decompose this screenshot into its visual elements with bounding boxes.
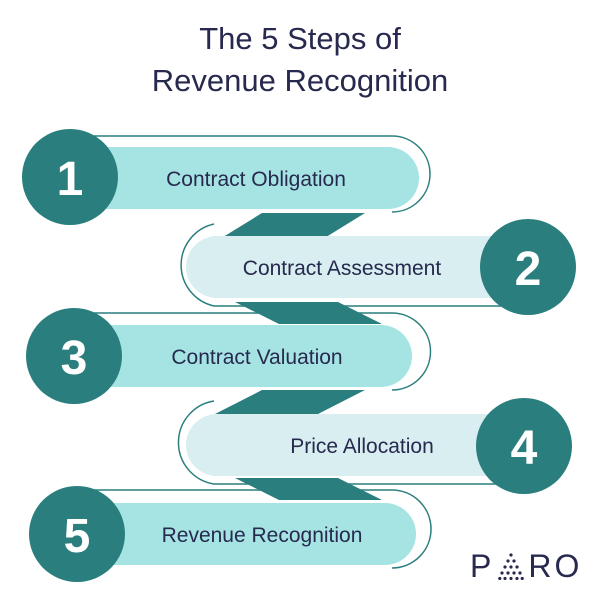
title-line-2: Revenue Recognition <box>151 63 449 98</box>
step-3-circle <box>26 308 122 404</box>
step-5: 5 Revenue Recognition <box>29 486 432 582</box>
step-4-number: 4 <box>511 422 538 475</box>
step-3-pill <box>72 325 412 387</box>
step-3-label: Contract Valuation <box>171 346 342 369</box>
logo-letter-p: P <box>470 547 495 584</box>
dotted-triangle-icon <box>498 553 525 580</box>
step-2-circle <box>480 219 576 315</box>
step-1-circle <box>22 129 118 225</box>
connector-1-2 <box>215 213 365 242</box>
step-1: 1 Contract Obligation <box>22 129 431 225</box>
title-line-1: The 5 Steps of <box>199 21 401 56</box>
step-5-pill <box>72 503 416 565</box>
step-4-outline <box>177 400 520 485</box>
step-1-outline <box>78 135 431 213</box>
step-5-circle <box>29 486 125 582</box>
logo-letters-ro: RO <box>528 547 583 584</box>
step-3-number: 3 <box>61 332 88 385</box>
step-4: 4 Price Allocation <box>177 398 572 494</box>
step-4-label: Price Allocation <box>290 435 434 458</box>
step-2-number: 2 <box>515 243 542 296</box>
connector-3-4 <box>215 390 365 414</box>
step-5-number: 5 <box>64 510 91 563</box>
step-1-pill <box>72 147 419 209</box>
step-2: 2 Contract Assessment <box>180 219 576 315</box>
step-1-label: Contract Obligation <box>166 168 346 191</box>
step-2-label: Contract Assessment <box>243 257 442 280</box>
paro-logo: P RO <box>470 548 582 584</box>
step-5-label: Revenue Recognition <box>162 524 363 547</box>
step-4-circle <box>476 398 572 494</box>
step-4-pill <box>186 414 532 476</box>
step-3: 3 Contract Valuation <box>26 308 432 404</box>
step-3-outline <box>78 312 432 391</box>
step-1-number: 1 <box>57 153 84 206</box>
page-title: The 5 Steps of Revenue Recognition <box>0 18 600 102</box>
step-2-pill <box>186 236 534 298</box>
step-2-outline <box>180 223 520 307</box>
step-5-outline <box>78 489 432 569</box>
connector-4-5 <box>235 478 382 500</box>
